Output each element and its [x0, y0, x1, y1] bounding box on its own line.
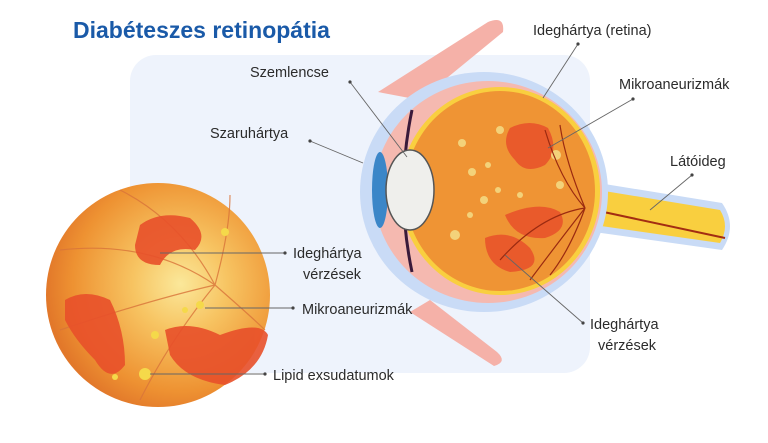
eye-muscle-top [378, 19, 504, 100]
label-microaneurysms-fundus: Mikroaneurizmák [302, 302, 413, 318]
eye-muscle-bottom [410, 300, 502, 366]
label-microaneurysms-eye: Mikroaneurizmák [619, 77, 730, 93]
label-hemorrhages-fundus-1: Ideghártya [293, 246, 362, 262]
label-cornea: Szaruhártya [210, 126, 289, 142]
cornea-iris [372, 152, 388, 228]
label-lens: Szemlencse [250, 65, 329, 81]
lens [385, 149, 435, 231]
label-hemorrhages-fundus-2: vérzések [303, 267, 362, 283]
label-optic-nerve: Látóideg [670, 154, 726, 170]
eyeball [360, 72, 608, 312]
optic-nerve [580, 180, 730, 250]
hemorrhage-spot [506, 123, 554, 169]
hemorrhage-spot [485, 234, 535, 272]
label-retina: Ideghártya (retina) [533, 23, 651, 39]
label-lipid-exudates: Lipid exsudatumok [273, 368, 395, 384]
hemorrhage-spot [505, 206, 563, 239]
fundus-hemorrhages [65, 215, 268, 385]
fundus-exudates [112, 228, 229, 380]
retinal-vessels [499, 124, 586, 281]
leader-lines [150, 42, 694, 376]
page-title: Diabéteszes retinopátia [73, 17, 330, 43]
exudates [450, 126, 564, 240]
fundus-view [46, 183, 270, 407]
label-hemorrhages-eye-2: vérzések [598, 338, 657, 354]
label-hemorrhages-eye-1: Ideghártya [590, 317, 659, 333]
